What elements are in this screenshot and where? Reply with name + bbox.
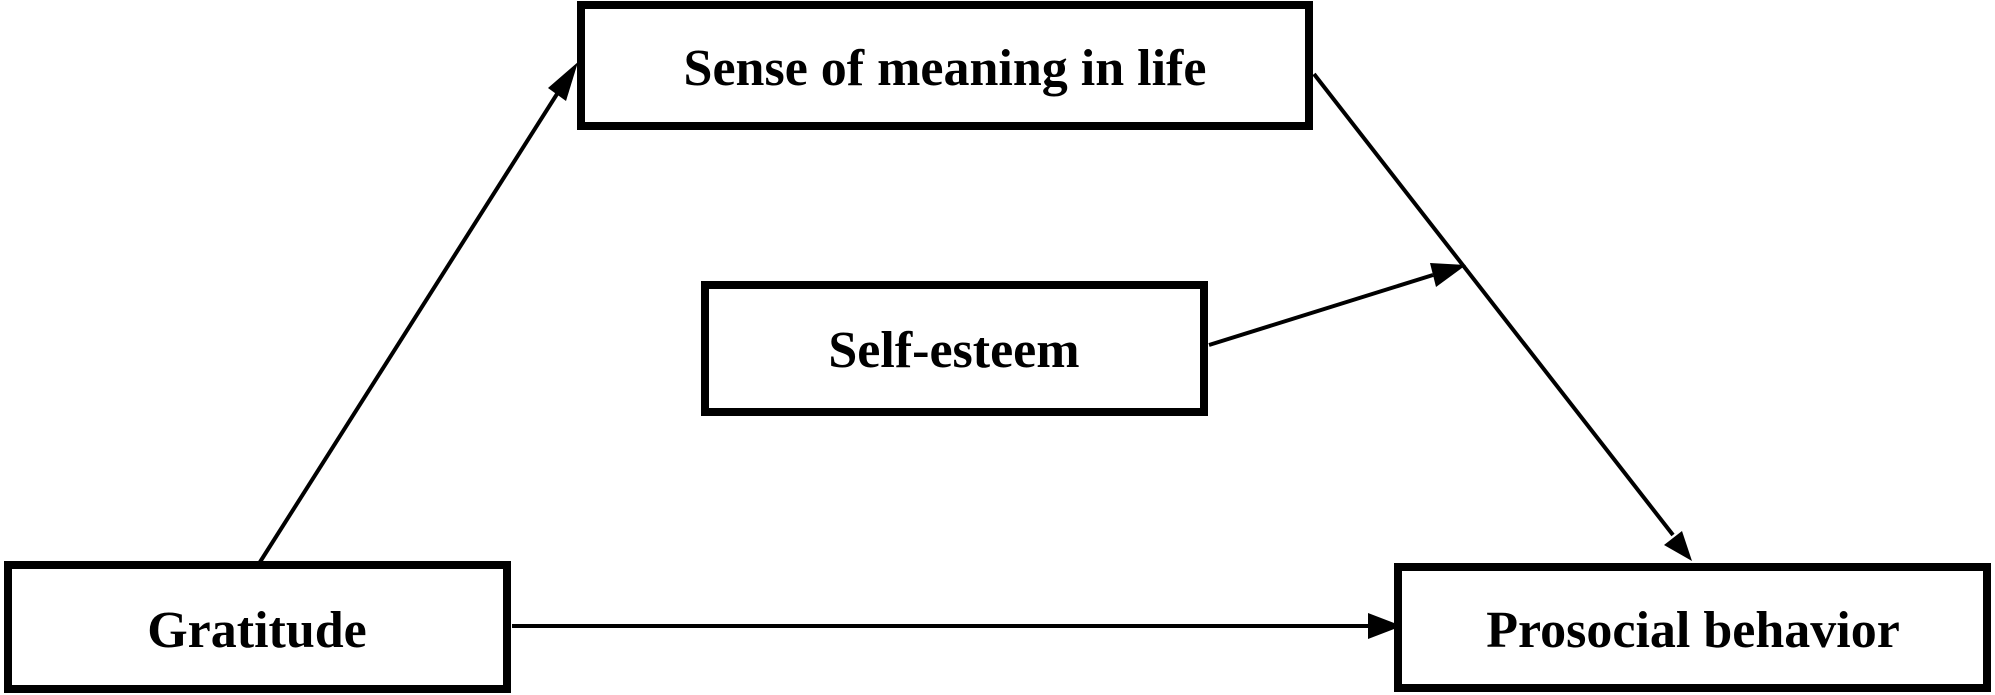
edges [258, 62, 1692, 639]
node-gratitude: Gratitude [4, 561, 511, 693]
arrowhead-prosocial-left [1368, 613, 1402, 639]
node-box-self-esteem [701, 281, 1208, 416]
node-self-esteem: Self-esteem [701, 281, 1208, 416]
node-box-prosocial [1394, 563, 1991, 692]
node-label-gratitude: Gratitude [147, 602, 367, 659]
edge-gratitude-to-meaning [258, 92, 559, 564]
node-meaning: Sense of meaning in life [577, 1, 1313, 130]
node-label-self-esteem: Self-esteem [828, 322, 1079, 379]
arrowhead-meaning [548, 62, 578, 101]
node-label-meaning: Sense of meaning in life [684, 40, 1207, 97]
node-box-gratitude [4, 561, 511, 693]
node-prosocial: Prosocial behavior [1394, 563, 1991, 692]
arrowhead-prosocial-top [1664, 531, 1692, 561]
edge-self-esteem-moderation [1208, 273, 1434, 347]
edge-meaning-to-prosocial [1312, 72, 1675, 537]
node-box-meaning [577, 1, 1313, 130]
node-label-prosocial: Prosocial behavior [1486, 602, 1900, 659]
arrowhead-moderation [1430, 263, 1466, 287]
